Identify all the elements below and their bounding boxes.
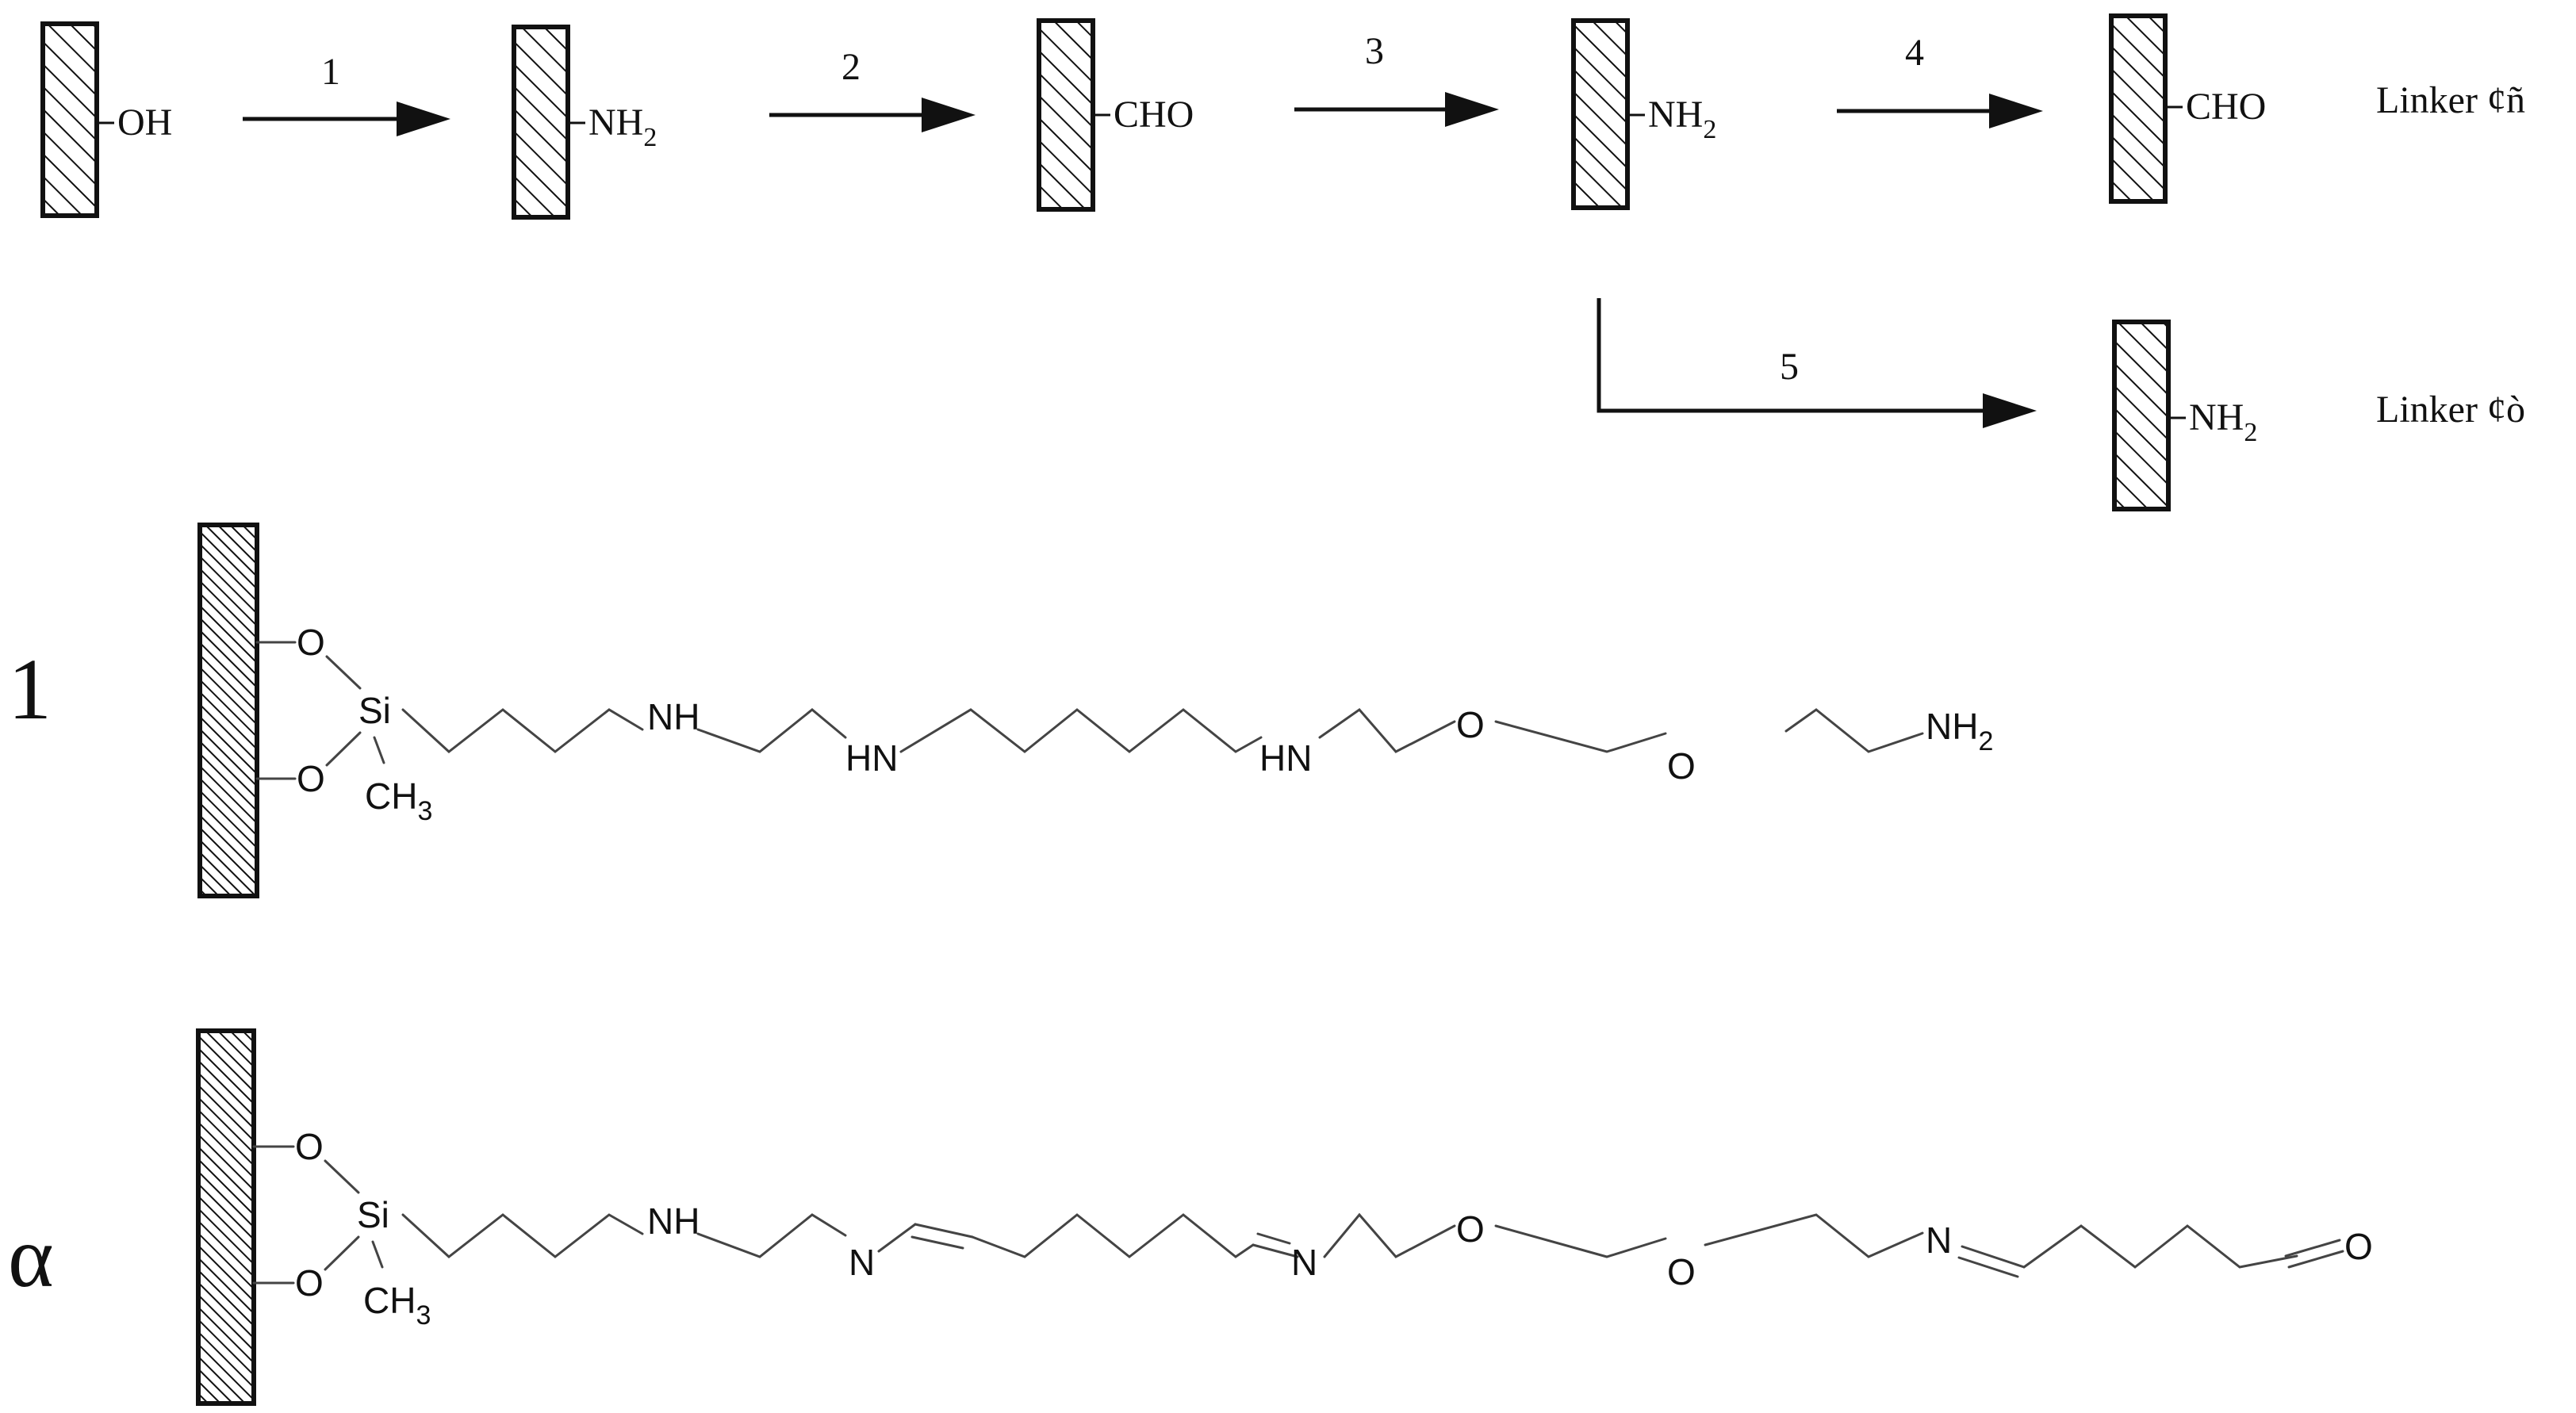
structure-1: 1 O O Si CH3 NH HN HN O O NH2 — [8, 523, 1993, 898]
step-number: 5 — [1780, 346, 1799, 388]
arrow-step-3: 3 — [1294, 30, 1499, 127]
support-cho-2: CHO — [2109, 13, 2266, 204]
imine-nitrogen-1: N — [849, 1242, 875, 1283]
support-block — [2109, 13, 2168, 204]
group-nh2: NH2 — [2189, 396, 2257, 447]
step-number: 1 — [321, 51, 340, 93]
linker-label-1: Linker ¢ñ — [2376, 79, 2525, 121]
aldehyde-oxygen: O — [2344, 1226, 2373, 1267]
support-block — [2112, 320, 2171, 511]
oxygen-top: O — [295, 1126, 324, 1167]
bonds — [252, 1145, 2344, 1285]
support-block — [40, 21, 99, 218]
support-block — [1571, 18, 1630, 210]
linker-label-2: Linker ¢ò — [2376, 389, 2525, 431]
group-oh: OH — [117, 101, 172, 144]
methyl: CH3 — [365, 775, 432, 826]
arrow-step-4: 4 — [1837, 32, 2043, 128]
structure-alpha: α O O Si — [8, 1028, 2373, 1406]
structure-label: α — [8, 1208, 54, 1305]
support-nh2-1: NH2 — [512, 25, 657, 220]
arrow-step-2: 2 — [769, 46, 976, 132]
arrow-head — [1983, 393, 2037, 428]
ether-oxygen-2: O — [1667, 745, 1696, 787]
amine-1: NH — [647, 696, 700, 737]
oxygen-top: O — [297, 622, 325, 663]
atoms: O O Si CH3 NH N N O O N O — [295, 1126, 2373, 1331]
arrow-head — [1989, 94, 2043, 128]
arrow-step-1: 1 — [243, 51, 450, 136]
group-nh2: NH2 — [588, 101, 657, 152]
ether-oxygen-1: O — [1456, 704, 1485, 745]
silicon: Si — [357, 1194, 389, 1235]
support-nh2-3: NH2 — [2112, 320, 2257, 511]
amine-2: HN — [845, 737, 898, 779]
methyl: CH3 — [363, 1280, 431, 1331]
bonds — [255, 641, 1924, 780]
support-block — [512, 25, 570, 220]
support-nh2-2: NH2 — [1571, 18, 1716, 210]
support-cho-1: CHO — [1037, 18, 1194, 212]
group-cho: CHO — [1114, 94, 1194, 136]
ether-oxygen-1: O — [1456, 1208, 1485, 1250]
group-nh2: NH2 — [1648, 94, 1716, 144]
support-block — [196, 1028, 256, 1406]
amine-3: HN — [1259, 737, 1312, 779]
atoms: O O Si CH3 NH HN HN O O NH2 — [297, 622, 1993, 826]
step-number: 4 — [1905, 32, 1924, 74]
ether-oxygen-2: O — [1667, 1251, 1696, 1292]
arrow-head — [1445, 92, 1499, 127]
step-number: 2 — [841, 46, 861, 88]
oxygen-bottom: O — [297, 758, 325, 799]
imine-nitrogen-3: N — [1926, 1220, 1952, 1261]
silicon: Si — [358, 690, 391, 731]
group-cho: CHO — [2186, 86, 2266, 128]
arrow-step-5: 5 — [1597, 298, 2037, 428]
arrow-head — [397, 101, 450, 136]
imine-nitrogen-2: N — [1291, 1242, 1317, 1283]
amine-1: NH — [647, 1200, 700, 1242]
oxygen-bottom: O — [295, 1262, 324, 1304]
reaction-scheme-top: OH 1 NH2 2 CHO 3 — [40, 13, 2525, 511]
support-oh: OH — [40, 21, 172, 218]
arrow-head — [922, 98, 976, 132]
terminal-amine: NH2 — [1926, 706, 1993, 756]
support-block — [197, 523, 259, 898]
support-block — [1037, 18, 1095, 212]
arrow-shaft — [1597, 298, 1989, 413]
structure-label: 1 — [8, 641, 52, 737]
step-number: 3 — [1365, 30, 1384, 72]
